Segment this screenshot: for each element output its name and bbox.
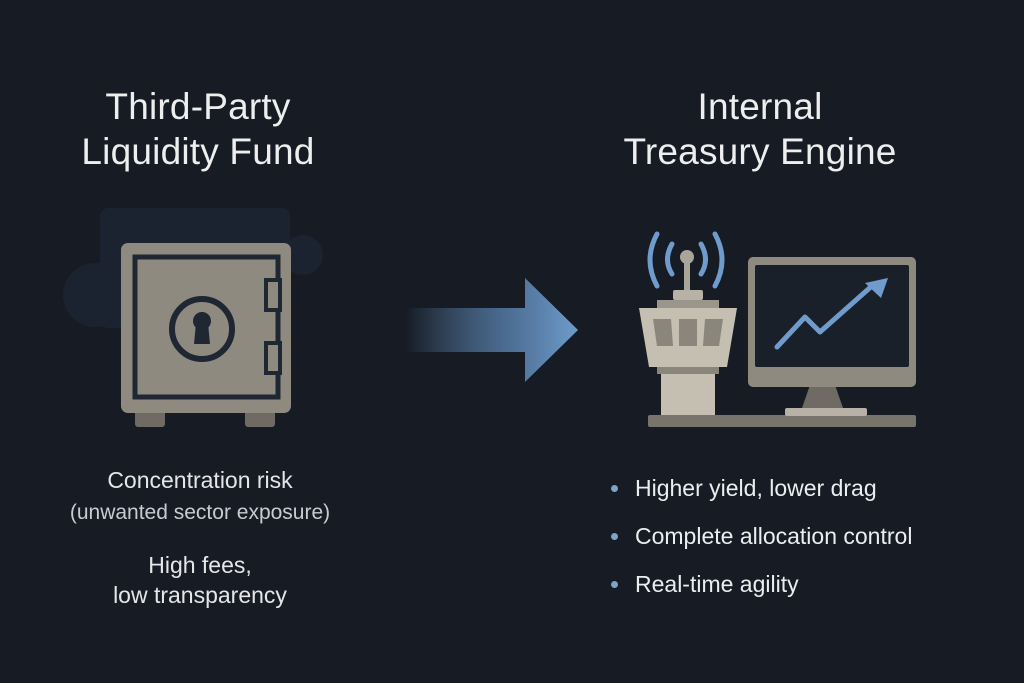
right-title: Internal Treasury Engine: [580, 84, 940, 174]
benefits-list: Higher yield, lower drag Complete alloca…: [608, 464, 912, 608]
monitor-chart-icon: [648, 257, 916, 427]
arrow-right-icon: [405, 278, 578, 382]
sector-exposure-text: (unwanted sector exposure): [69, 501, 331, 524]
bullet-text: Higher yield, lower drag: [635, 474, 877, 501]
left-title-line1: Third-Party: [105, 86, 291, 127]
bullet-icon: [611, 532, 618, 540]
control-tower-icon: [639, 231, 737, 416]
safe-icon: [63, 208, 323, 427]
left-title: Third-Party Liquidity Fund: [28, 84, 368, 174]
high-fees-text: High fees,: [148, 552, 252, 578]
list-item: Real-time agility: [608, 560, 912, 608]
list-item: Complete allocation control: [608, 512, 912, 560]
bullet-icon: [611, 580, 618, 588]
list-item: Higher yield, lower drag: [608, 464, 912, 512]
bullet-text: Complete allocation control: [635, 522, 913, 549]
bullet-icon: [611, 484, 618, 492]
low-transparency-text: low transparency: [113, 582, 287, 608]
right-title-line2: Treasury Engine: [623, 131, 897, 172]
bullet-text: Real-time agility: [635, 570, 799, 597]
right-title-line1: Internal: [697, 86, 823, 127]
left-title-line2: Liquidity Fund: [81, 131, 315, 172]
concentration-risk-text: Concentration risk: [107, 467, 293, 493]
